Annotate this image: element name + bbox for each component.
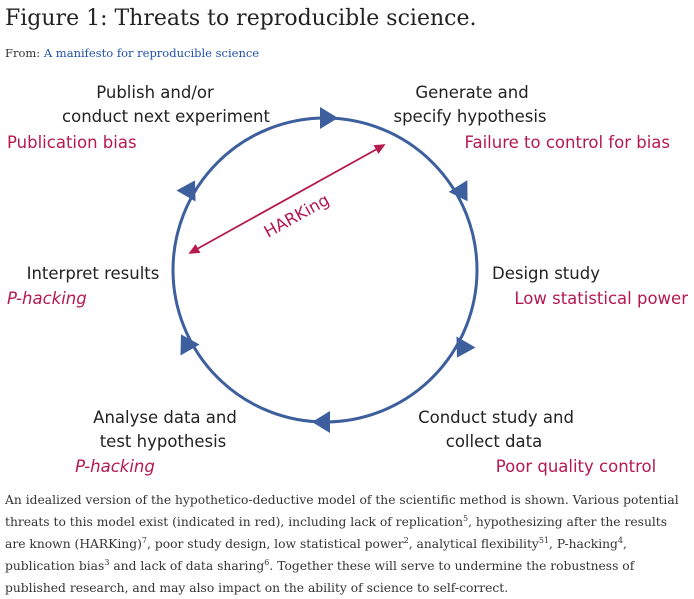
ref-4[interactable]: 4	[617, 535, 624, 545]
step-generate-hypothesis-line2: specify hypothesis	[393, 107, 546, 126]
harking-arrow	[188, 144, 386, 254]
cycle-arrow-lower-left	[180, 334, 200, 356]
source-link[interactable]: A manifesto for reproducible science	[43, 46, 260, 60]
step-conduct-study-line1: Conduct study and	[418, 408, 574, 427]
figure-title: Figure 1: Threats to reproducible scienc…	[5, 6, 477, 31]
threat-p-hacking-interpret: P-hacking	[7, 289, 87, 308]
ref-2[interactable]: 2	[403, 535, 409, 545]
ref-51[interactable]: 51	[538, 535, 550, 545]
threat-publication-bias: Publication bias	[7, 133, 137, 152]
from-label: From:	[5, 46, 41, 60]
step-interpret-results: Interpret results	[27, 264, 160, 283]
step-generate-hypothesis-line1: Generate and	[415, 83, 528, 102]
step-design-study: Design study	[492, 264, 600, 283]
step-conduct-study-line2: collect data	[446, 432, 542, 451]
source-line: From: A manifesto for reproducible scien…	[5, 46, 259, 60]
ref-5[interactable]: 5	[463, 513, 469, 523]
step-analyse-data-line2: test hypothesis	[100, 432, 227, 451]
figure-caption: An idealized version of the hypothetico-…	[5, 493, 679, 595]
cycle-arrow-top	[320, 107, 338, 129]
step-publish-line2: conduct next experiment	[62, 107, 270, 126]
step-publish-line1: Publish and/or	[96, 83, 214, 102]
step-analyse-data-line1: Analyse data and	[93, 408, 237, 427]
cycle-arrow-upper-right	[448, 180, 468, 202]
hypothetico-deductive-cycle-diagram: HARKing Generate and specify hypothesis …	[7, 83, 688, 476]
ref-3[interactable]: 3	[104, 557, 110, 567]
threat-failure-to-control-bias: Failure to control for bias	[465, 133, 670, 152]
harking-label: HARKing	[261, 190, 333, 241]
ref-6[interactable]: 6	[264, 557, 270, 567]
cycle-arrow-lower-right	[456, 336, 476, 358]
cycle-circle	[171, 116, 479, 424]
threat-poor-quality-control: Poor quality control	[496, 457, 656, 476]
threat-low-statistical-power: Low statistical power	[514, 289, 688, 308]
cycle-arrow-upper-left	[176, 180, 196, 202]
threat-p-hacking-analyse: P-hacking	[75, 457, 155, 476]
cycle-arrow-bottom	[312, 411, 330, 433]
ref-7[interactable]: 7	[141, 535, 147, 545]
